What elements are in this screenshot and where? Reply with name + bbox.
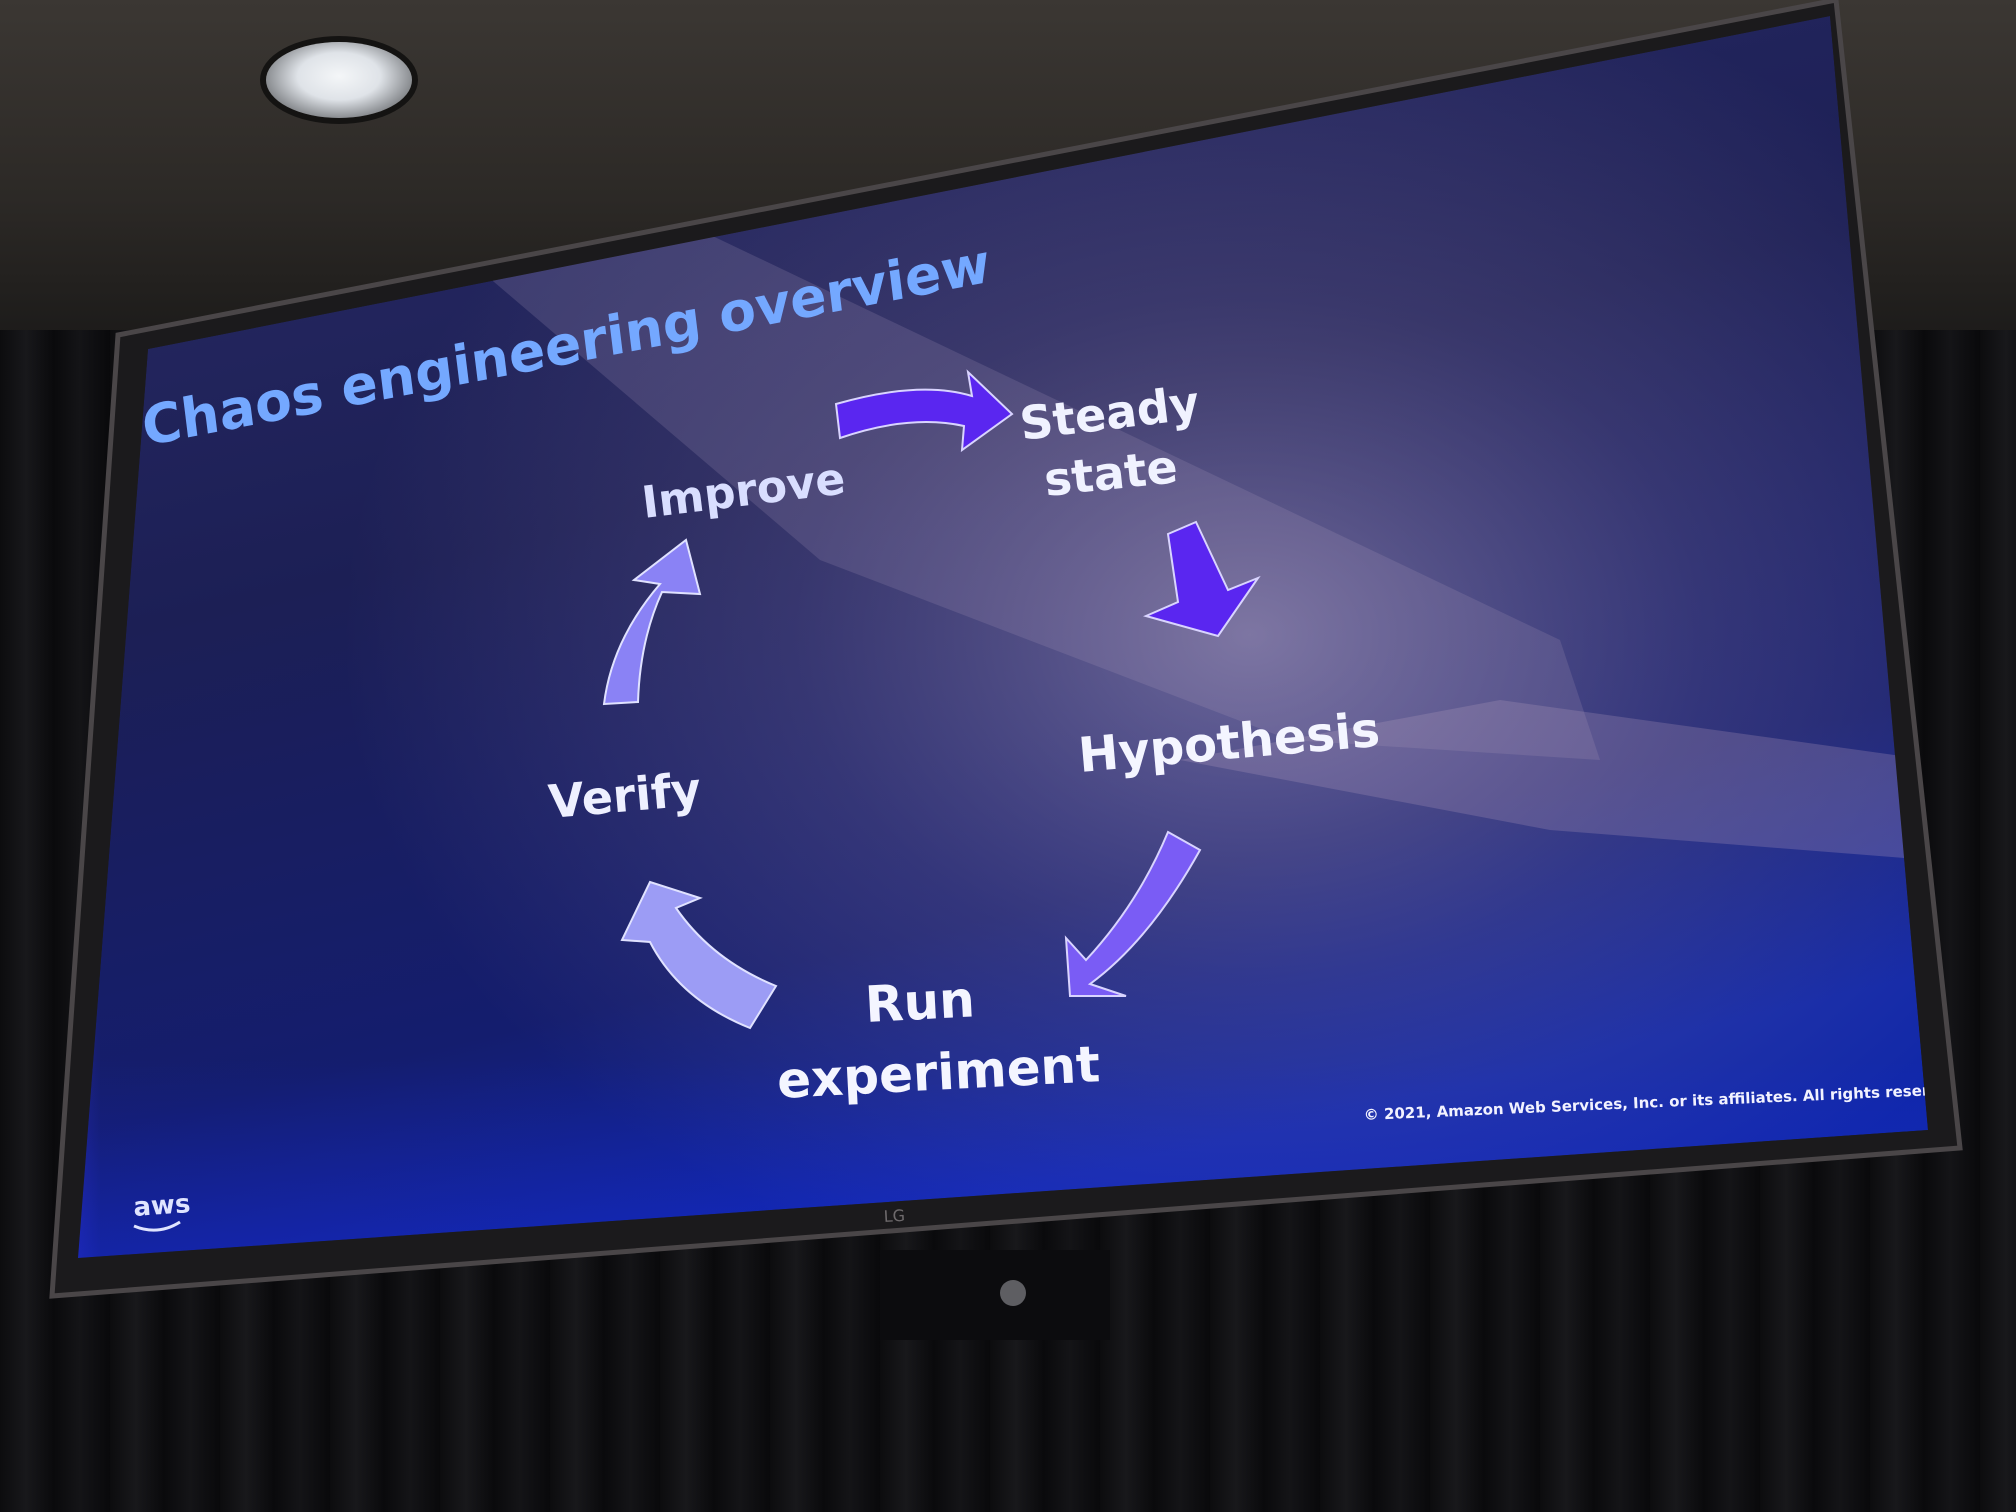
mount-bolt bbox=[1000, 1280, 1026, 1306]
tv-wall-mount bbox=[880, 1250, 1110, 1340]
arrow-verify-to-improve bbox=[602, 538, 702, 706]
ceiling-light bbox=[266, 42, 412, 118]
cycle-diagram bbox=[602, 369, 1261, 1030]
arrow-run-to-verify bbox=[620, 880, 778, 1030]
arrow-hypothesis-to-run bbox=[1064, 830, 1202, 997]
arrow-improve-to-steady bbox=[834, 369, 1014, 453]
step-label-verify: Verify bbox=[546, 762, 703, 829]
aws-logo-text: aws bbox=[132, 1189, 191, 1223]
aws-logo: aws bbox=[132, 1189, 191, 1232]
tv-brand-logo: LG bbox=[883, 1206, 905, 1226]
arrow-steady-to-hypothesis bbox=[1143, 520, 1261, 638]
step-label-run-experiment-line1: Run bbox=[864, 970, 977, 1034]
aws-smile-icon bbox=[133, 1220, 181, 1232]
